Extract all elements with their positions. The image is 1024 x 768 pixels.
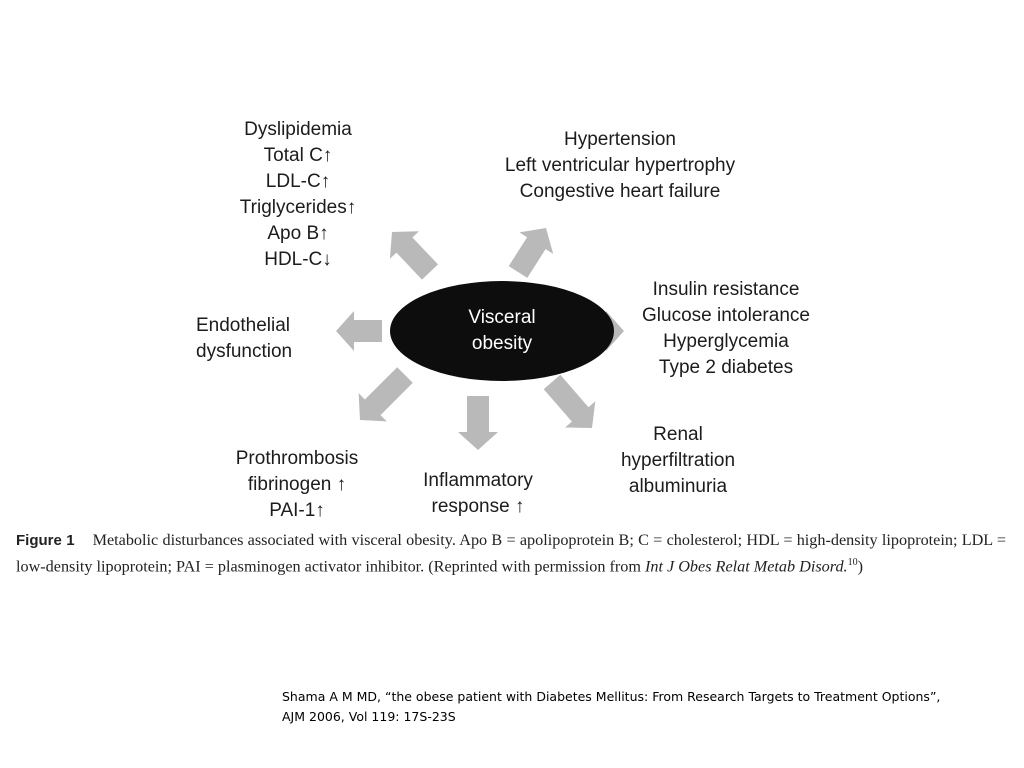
center-label: Visceral obesity [390,305,614,357]
caption-ref: 10 [847,557,858,568]
arrow-to-dyslipidemia [389,231,438,280]
type2-diabetes-item: Type 2 diabetes [658,357,794,378]
citation-line2: AJM 2006, Vol 119: 17S-23S [282,709,456,724]
fibrinogen-item: fibrinogen ↑ [247,474,347,495]
caption-text: Metabolic disturbances associated with v… [16,531,1006,576]
hyperfiltration-item: hyperfiltration [620,450,736,471]
pai1-item: PAI-1↑ [269,500,325,521]
albuminuria-item: albuminuria [628,476,728,497]
visceral-obesity-ellipse [390,281,614,381]
response-item: response ↑ [431,496,525,517]
arrow-to-hypertension [508,228,554,278]
diagram-canvas [336,228,624,450]
center-label-line2: obesity [471,333,533,354]
caption-journal: Int J Obes Relat Metab Disord. [644,557,848,576]
figure-label: Figure 1 [16,532,75,549]
hypertension-title: Hypertension [564,129,676,150]
arrow-to-inflammatory [458,396,498,450]
caption-close: ) [857,557,863,576]
endothelial-node: Endothelial dysfunction [196,313,336,365]
dysfunction-item: dysfunction [196,341,293,362]
arrow-to-prothrombosis [358,367,413,422]
renal-title: Renal [653,424,703,445]
arrow-to-renal [543,374,596,428]
lvh-item: Left ventricular hypertrophy [504,155,736,176]
chf-item: Congestive heart failure [519,181,721,202]
prothrombosis-node: Prothrombosis fibrinogen ↑ PAI-1↑ [212,446,382,524]
insulin-node: Insulin resistance Glucose intolerance H… [614,277,838,381]
citation: Shama A M MD, “the obese patient with Di… [282,687,1002,727]
endothelial-title: Endothelial [196,315,291,336]
apo-b-item: Apo B↑ [267,223,329,244]
dyslipidemia-title: Dyslipidemia [244,119,352,140]
hyperglycemia-item: Hyperglycemia [663,331,789,352]
renal-node: Renal hyperfiltration albuminuria [598,422,758,500]
triglycerides-item: Triglycerides↑ [239,197,357,218]
dyslipidemia-node: Dyslipidemia Total C↑ LDL-C↑ Triglycerid… [218,117,378,273]
ldl-c-item: LDL-C↑ [265,171,331,192]
citation-line1: Shama A M MD, “the obese patient with Di… [282,689,941,704]
prothrombosis-title: Prothrombosis [235,448,359,469]
inflammatory-title: Inflammatory [423,470,533,491]
inflammatory-node: Inflammatory response ↑ [398,468,558,520]
insulin-resistance-item: Insulin resistance [652,279,800,300]
hdl-c-item: HDL-C↓ [264,249,332,270]
glucose-intolerance-item: Glucose intolerance [642,305,810,326]
hypertension-node: Hypertension Left ventricular hypertroph… [470,127,770,205]
arrow-to-endothelial [336,311,382,351]
total-c-item: Total C↑ [263,145,333,166]
center-label-line1: Visceral [468,307,536,328]
